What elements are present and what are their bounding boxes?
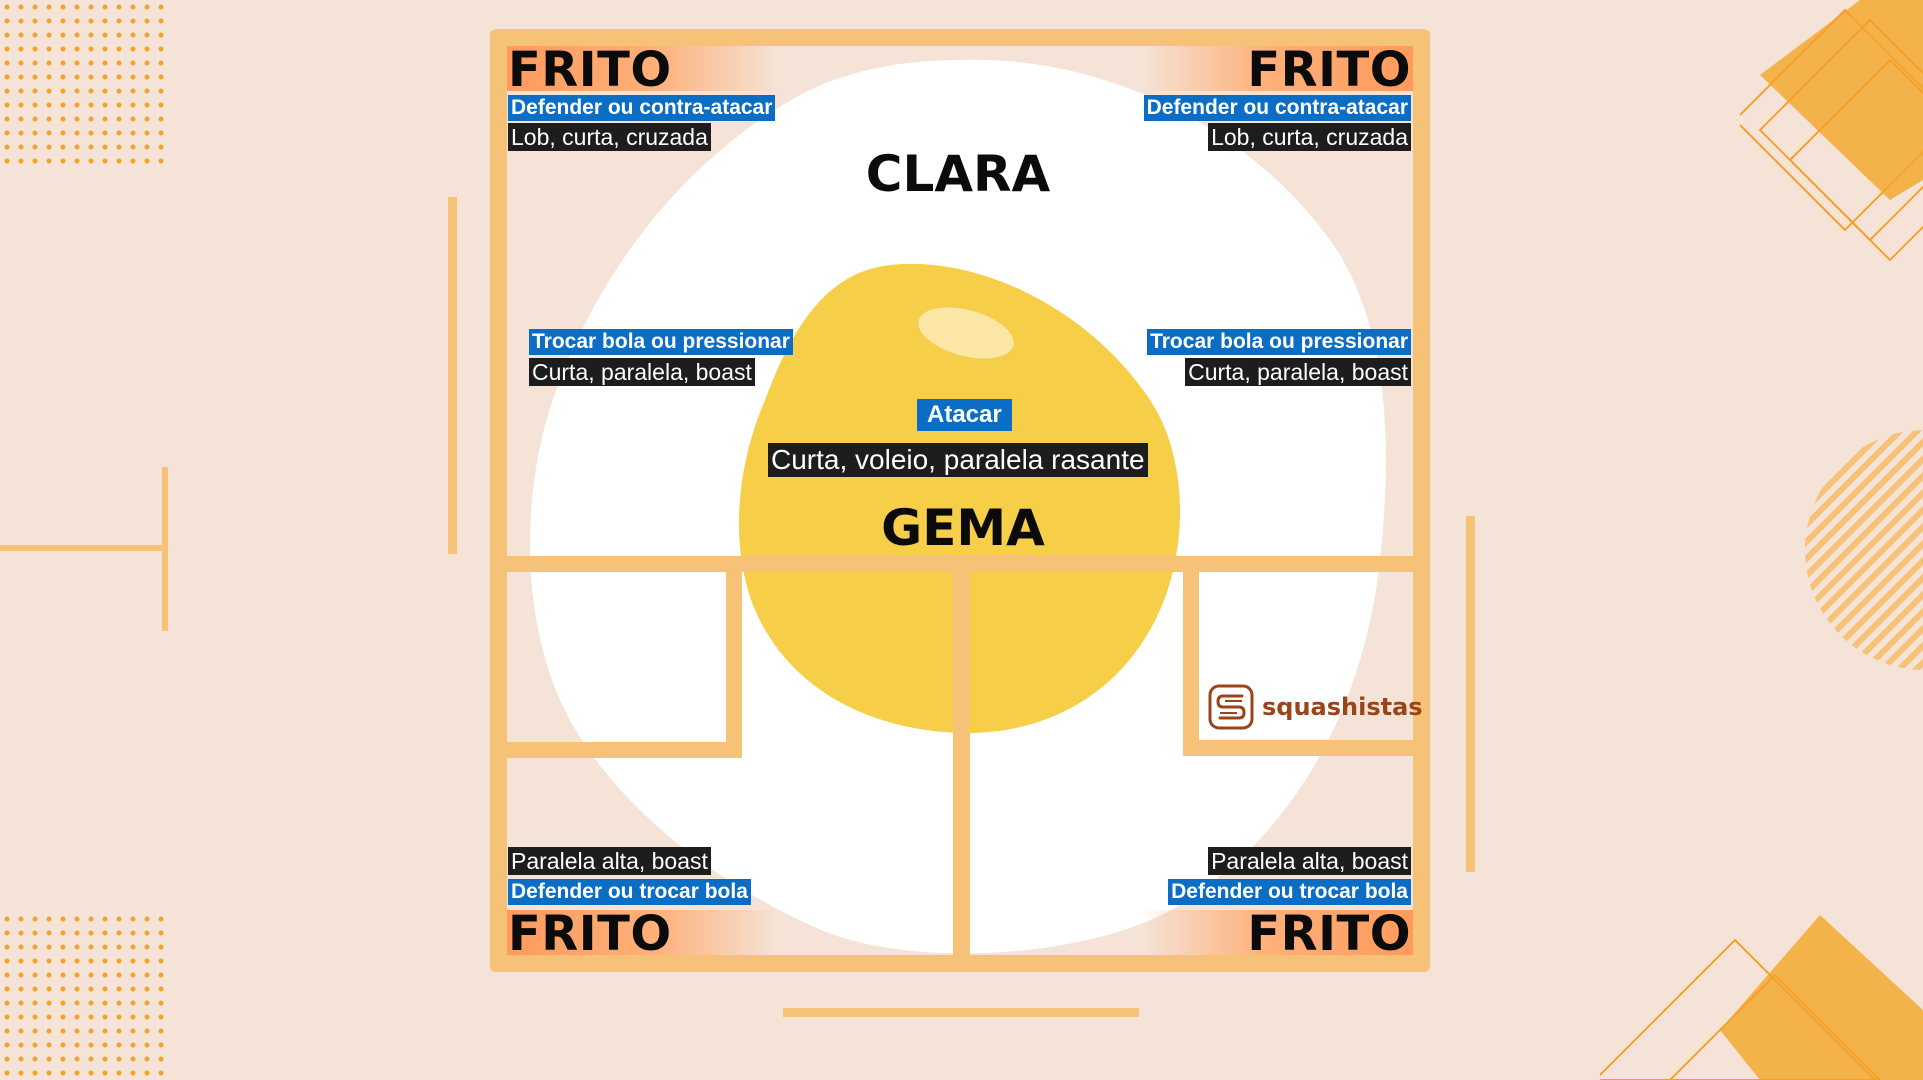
gema-intent: Atacar [917, 399, 1012, 431]
frito-top-right-intent: Defender ou contra-atacar [1143, 95, 1411, 121]
court-frame [490, 29, 1430, 972]
frito-bottom-left-shots: Paralela alta, boast [508, 847, 711, 875]
frito-gradient-bottom-left [507, 910, 777, 955]
gema-title: GEMA [881, 499, 1045, 557]
service-box-left-bottom [507, 742, 742, 758]
frito-top-left-intent: Defender ou contra-atacar [508, 95, 776, 121]
decor-diamonds-top-right [1740, 0, 1923, 262]
clara-title: CLARA [865, 145, 1051, 203]
clara-left-shots: Curta, paralela, boast [529, 358, 755, 386]
gema-shots: Curta, voleio, paralela rasante [768, 443, 1148, 477]
clara-left-intent: Trocar bola ou pressionar [529, 329, 793, 355]
frito-bottom-right-title: FRITO [1247, 906, 1411, 962]
brand-name: squashistas [1262, 693, 1423, 721]
frito-bottom-left-intent: Defender ou trocar bola [508, 879, 751, 905]
dot-pattern-top-left [0, 0, 170, 170]
clara-right-intent: Trocar bola ou pressionar [1147, 329, 1411, 355]
decor-line-vertical-court-right [1466, 516, 1475, 872]
frito-top-right-shots: Lob, curta, cruzada [1208, 123, 1411, 151]
squashistas-logo-icon [1208, 684, 1254, 730]
decor-line-vertical-court-left [448, 197, 457, 554]
frito-top-left-title: FRITO [508, 42, 672, 98]
frito-gradient-top-left [507, 46, 777, 91]
court-half-court-line [953, 556, 970, 958]
frito-top-left-shots: Lob, curta, cruzada [508, 123, 711, 151]
decor-diamonds-bottom-right [1600, 915, 1923, 1080]
yolk-highlight [918, 307, 1014, 359]
dot-pattern-bottom-left [0, 912, 170, 1080]
decor-line-horizontal-bottom [783, 1008, 1139, 1017]
service-box-right-bottom [1183, 740, 1413, 756]
clara-right-shots: Curta, paralela, boast [1185, 358, 1411, 386]
frito-bottom-right-shots: Paralela alta, boast [1208, 847, 1411, 875]
frito-gradient-bottom-right [1143, 910, 1413, 955]
decor-line-horizontal-left [0, 545, 165, 551]
yolk [738, 263, 1180, 734]
frito-top-right-title: FRITO [1247, 42, 1411, 98]
frito-gradient-top-right [1143, 46, 1413, 91]
frito-bottom-right-intent: Defender ou trocar bola [1168, 879, 1411, 905]
decor-striped-circle-right [1805, 430, 1923, 670]
service-box-left-side [726, 556, 742, 758]
service-box-right-side [1183, 556, 1199, 756]
frito-bottom-left-title: FRITO [508, 906, 672, 962]
decor-line-vertical-left [162, 467, 168, 631]
